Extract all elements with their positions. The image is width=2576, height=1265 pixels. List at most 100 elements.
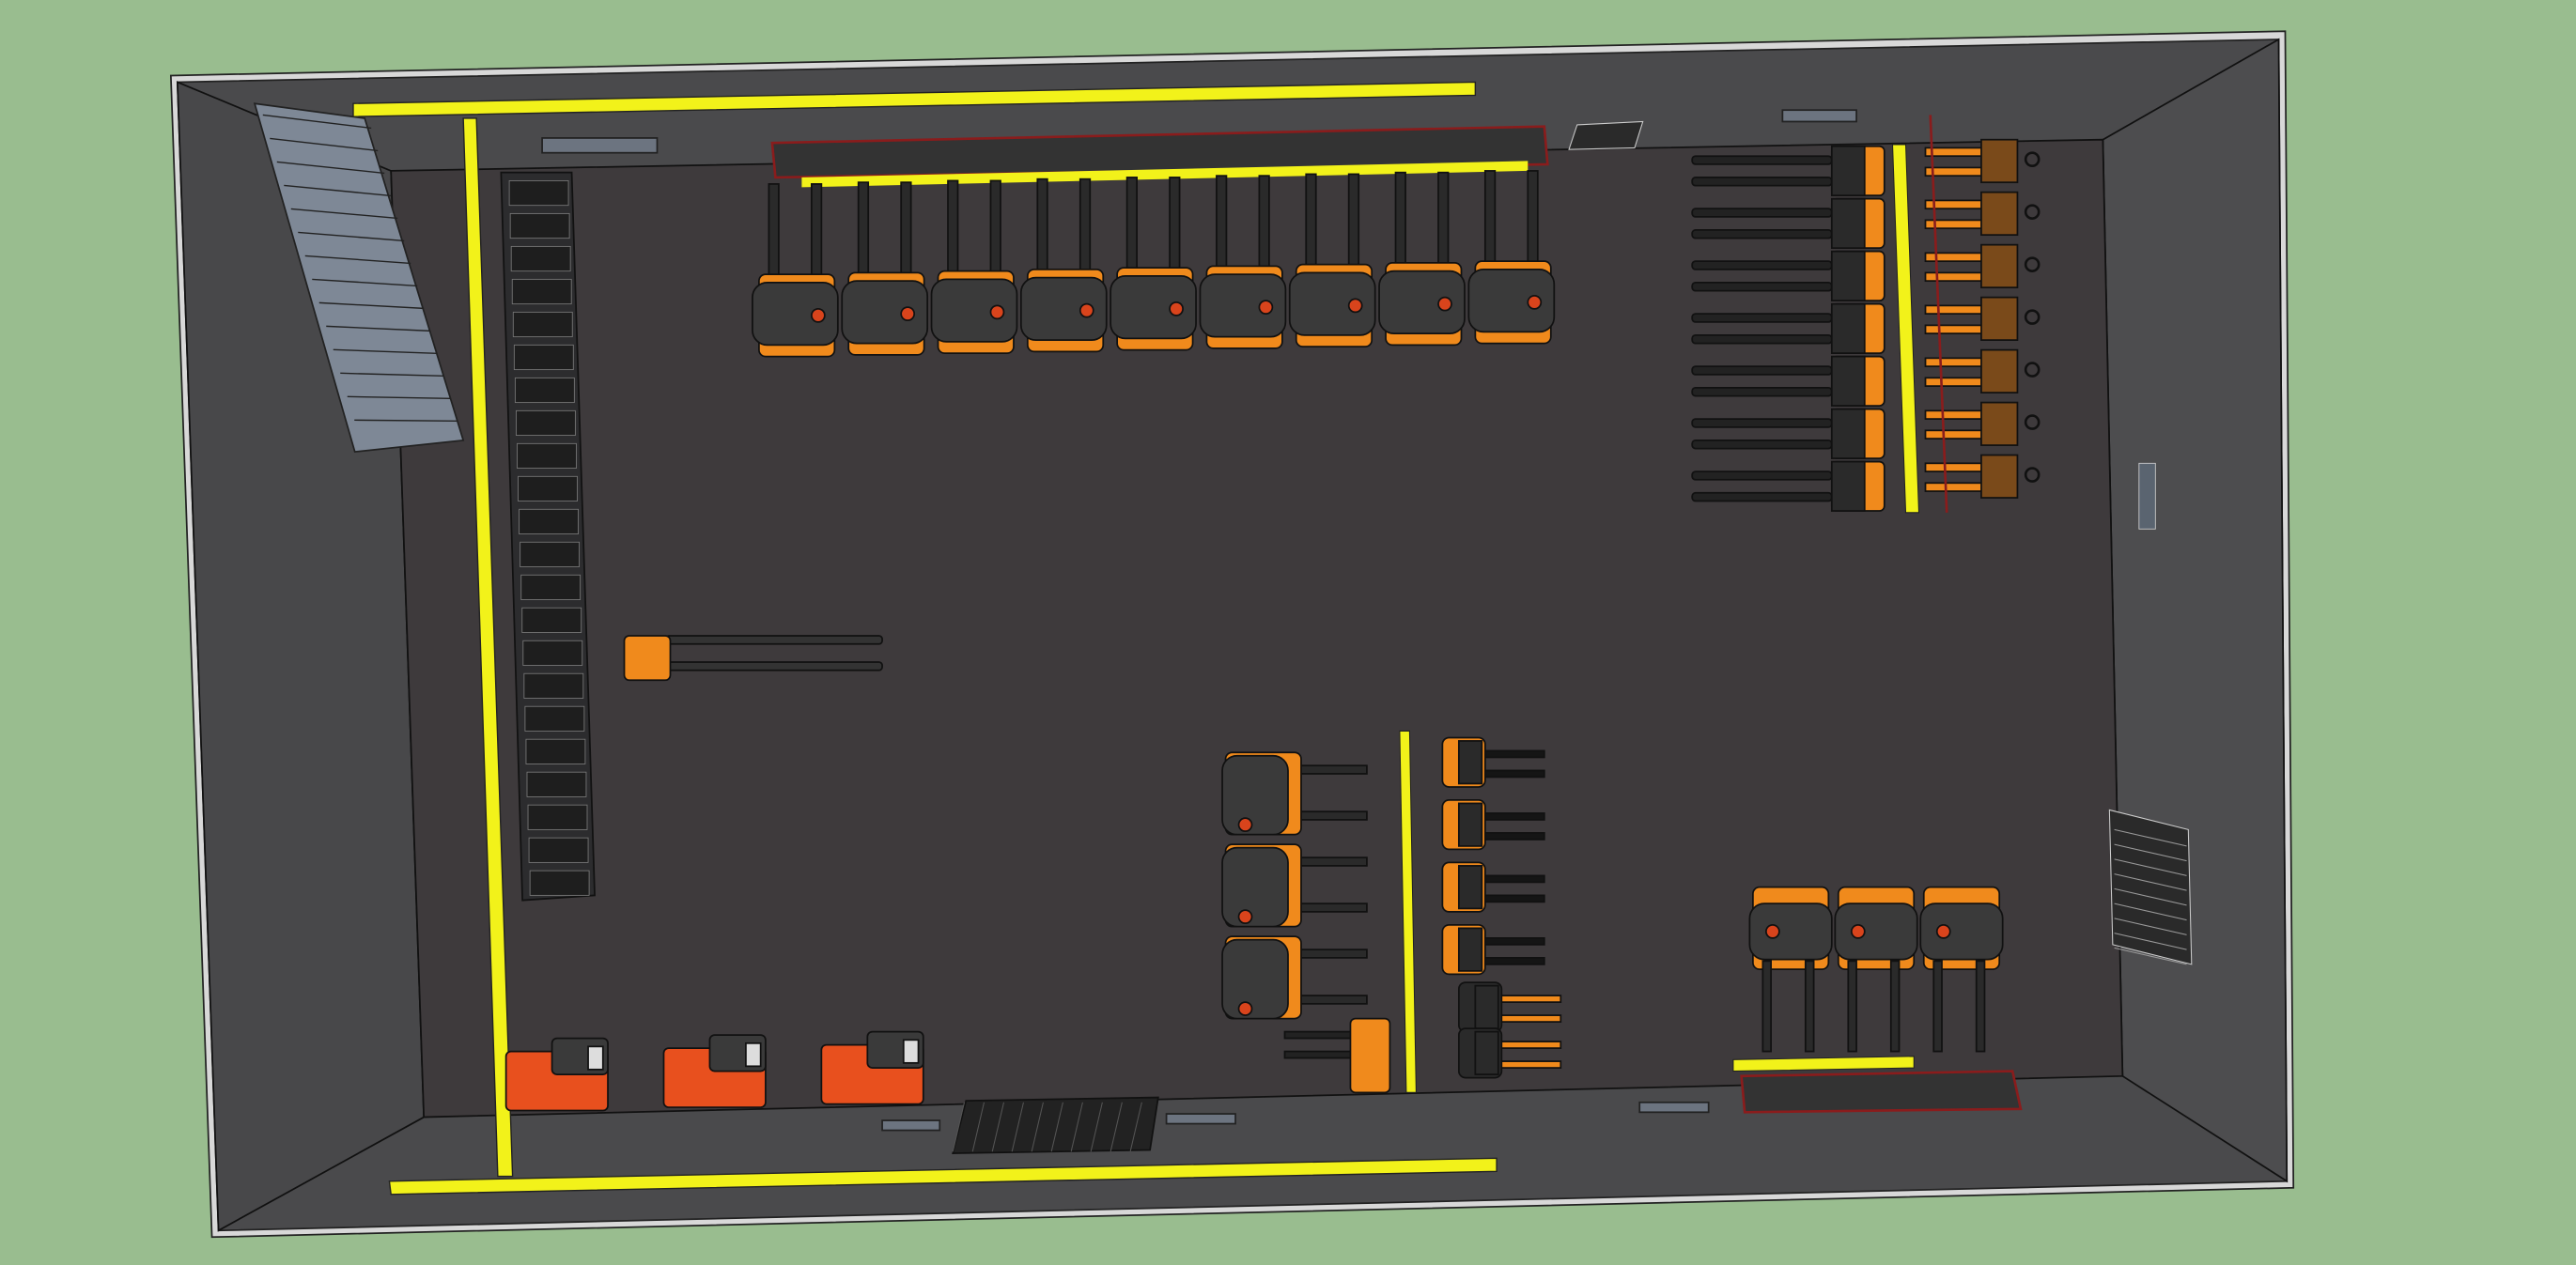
indicator-light <box>1437 296 1452 312</box>
indicator-light <box>1347 298 1363 314</box>
shelf-unit <box>522 640 583 666</box>
shelf-unit <box>509 212 570 239</box>
fork <box>1477 832 1545 841</box>
forklift <box>1467 170 1556 345</box>
fork <box>1691 418 1833 428</box>
fork <box>857 181 870 283</box>
jack-body <box>1980 348 2019 393</box>
jack-body <box>1980 401 2019 446</box>
stair-step <box>276 161 385 175</box>
pallet-jack-charging <box>1924 348 2041 393</box>
fork <box>989 179 1001 281</box>
fork <box>1691 491 1833 502</box>
shelf-unit <box>521 607 582 633</box>
jack-cover <box>1457 802 1483 847</box>
yellow-barrier-left <box>462 117 514 1178</box>
forklift <box>930 179 1018 354</box>
fork <box>664 661 883 671</box>
forklift-cab <box>1467 269 1556 333</box>
yellow-barrier-bottom <box>388 1157 1497 1196</box>
forklift <box>1110 177 1197 351</box>
top-charging-rack <box>770 125 1549 179</box>
fork <box>1494 995 1562 1003</box>
jack-body <box>1349 1017 1391 1094</box>
forklift <box>1019 177 1108 353</box>
forklift-cab <box>841 280 929 345</box>
top-rack-yellow-rail <box>801 161 1529 188</box>
grate-bar <box>1031 1102 1044 1152</box>
fork <box>1691 313 1833 323</box>
yellow-barrier-right-rack <box>1891 144 1920 514</box>
shelf-unit <box>525 738 586 764</box>
wall-panel <box>2138 462 2156 530</box>
grate-bar <box>1070 1102 1083 1152</box>
ceiling-light-1 <box>541 137 659 154</box>
indicator-light <box>1258 300 1274 316</box>
pallet-jack <box>1691 197 1885 250</box>
stair-step <box>318 301 425 310</box>
fork <box>768 183 780 284</box>
fork <box>1889 960 1901 1053</box>
shelf-unit <box>518 475 578 501</box>
pallet-jack <box>1691 460 1885 512</box>
vent-slat <box>2114 873 2187 891</box>
stair-step <box>304 255 411 265</box>
vent-slat <box>2114 933 2187 950</box>
shelf-unit <box>523 672 584 699</box>
shelf-unit <box>520 541 581 567</box>
stair-step <box>270 137 379 152</box>
fork <box>1477 812 1545 821</box>
indicator-light <box>1237 909 1253 925</box>
fork <box>1761 960 1772 1053</box>
fork <box>1527 170 1539 270</box>
fork <box>1494 1041 1562 1049</box>
vent-slat <box>2114 947 2187 965</box>
jack-cover <box>1830 460 1866 512</box>
jack-cover <box>1830 355 1866 407</box>
jack-cover <box>1457 865 1483 910</box>
fork <box>1691 333 1833 345</box>
jack-body <box>1980 191 2019 237</box>
indicator-light <box>1765 924 1780 939</box>
vent-slat <box>2114 828 2187 847</box>
shelf-unit <box>527 804 588 830</box>
vent-slat <box>2114 902 2187 921</box>
shelf-unit <box>514 377 575 404</box>
shelf-unit <box>524 705 585 732</box>
jack-body <box>1980 296 2019 341</box>
shelf-unit <box>520 574 582 600</box>
fork <box>1691 471 1833 481</box>
forklift <box>1221 935 1368 1020</box>
forklift-cab <box>1288 271 1376 336</box>
forklift-cab <box>930 278 1018 343</box>
pallet-jack <box>1691 408 1885 459</box>
jack-body <box>1980 243 2019 289</box>
forklift-cab <box>1919 902 2004 961</box>
forklift-cab <box>1221 846 1289 928</box>
shelf-unit <box>510 245 571 272</box>
stair-step <box>312 278 418 287</box>
pallet-jack <box>1691 355 1885 407</box>
jack-cover <box>1830 250 1866 302</box>
stair-step <box>354 419 458 423</box>
jack-cover <box>1457 927 1483 972</box>
grate-bar <box>971 1102 985 1152</box>
indicator-light <box>900 306 916 321</box>
fork <box>1932 960 1943 1053</box>
indicator-light <box>810 308 826 323</box>
fork <box>1477 937 1545 946</box>
tiller-wheel <box>2024 467 2041 483</box>
yellow-barrier-center <box>1399 730 1417 1093</box>
shelf-unit <box>513 344 574 371</box>
fork <box>1477 874 1545 884</box>
forklift <box>1221 751 1368 836</box>
fork <box>810 183 823 284</box>
shelf-unit <box>526 771 587 797</box>
floor-scrubber <box>662 1034 767 1108</box>
fork <box>1283 1030 1355 1040</box>
jack-cover <box>1830 197 1866 250</box>
forklift-cab <box>1110 275 1197 340</box>
indicator-light <box>989 304 1005 320</box>
stair-step <box>340 372 444 378</box>
indicator-light <box>1079 302 1094 318</box>
